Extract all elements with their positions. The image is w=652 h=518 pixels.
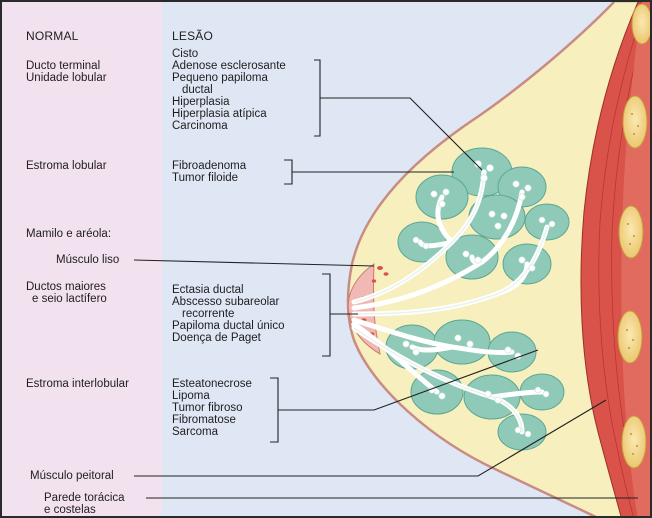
lesion-pequeno-papiloma: Pequeno papiloma: [172, 72, 268, 84]
lesion-doenca-de-paget: Doença de Paget: [172, 332, 261, 344]
header-lesion: LESÃO: [172, 30, 213, 42]
label-unidade-lobular: Unidade lobular: [26, 72, 107, 84]
lesion-sarcoma: Sarcoma: [172, 426, 218, 438]
label-musculo-liso: Músculo liso: [56, 254, 119, 266]
lesion-hiperplasia: Hiperplasia: [172, 96, 230, 108]
lesion-ectasia-ductal: Ectasia ductal: [172, 284, 244, 296]
lesion-hiperplasia-atipica: Hiperplasia atípica: [172, 108, 267, 120]
lesion-recorrente: recorrente: [172, 308, 234, 320]
lesion-esteatonecrose: Esteatonecrose: [172, 378, 252, 390]
lesion-lipoma: Lipoma: [172, 390, 210, 402]
lesion-fibroadenoma: Fibroadenoma: [172, 160, 246, 172]
label-parede-toracica: Parede torácica: [44, 492, 125, 504]
lesion-tumor-fibroso: Tumor fibroso: [172, 402, 243, 414]
lesion-abscesso-subareolar: Abscesso subareolar: [172, 296, 279, 308]
header-normal: NORMAL: [26, 30, 79, 42]
label-ducto-terminal: Ducto terminal: [26, 60, 100, 72]
lesion-cisto: Cisto: [172, 48, 198, 60]
lesion-tumor-filoide: Tumor filoide: [172, 172, 238, 184]
label-ductos-maiores: Ductos maiores: [26, 281, 106, 293]
lesion-carcinoma: Carcinoma: [172, 120, 228, 132]
label-musculo-peitoral: Músculo peitoral: [30, 470, 114, 482]
label-costelas: e costelas: [44, 504, 96, 516]
label-seio-lactifero: e seio lactífero: [32, 293, 107, 305]
lesion-adenose-esclerosante: Adenose esclerosante: [172, 60, 286, 72]
lesion-ductal: ductal: [172, 84, 213, 96]
label-estroma-lobular: Estroma lobular: [26, 160, 107, 172]
label-estroma-interlobular: Estroma interlobular: [26, 378, 129, 390]
label-mamilo-areola: Mamilo e aréola:: [26, 228, 111, 240]
lesion-papiloma-ductal-unico: Papiloma ductal único: [172, 320, 285, 332]
lesion-fibromatose: Fibromatose: [172, 414, 236, 426]
